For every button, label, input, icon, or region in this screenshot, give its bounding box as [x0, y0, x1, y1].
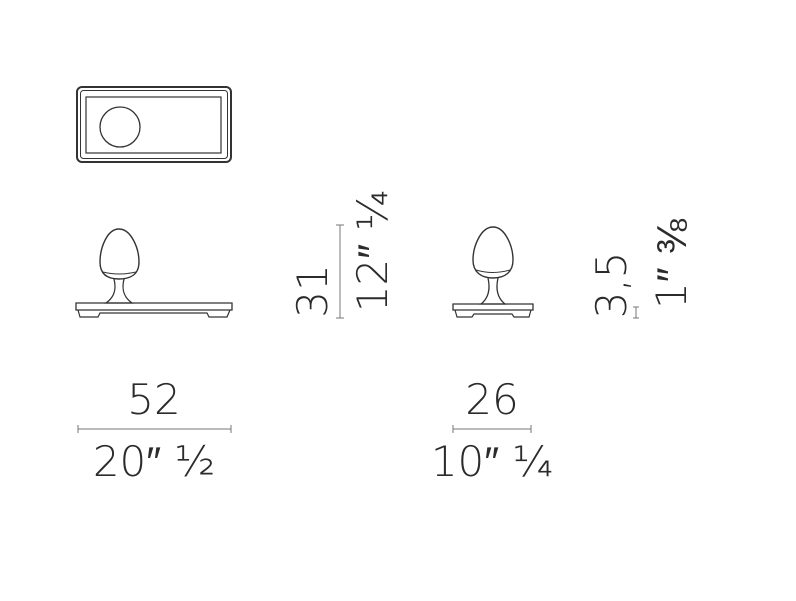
large-width-in-label: 20″ ½	[93, 437, 215, 486]
small-height-dimension-line	[633, 306, 639, 319]
large-height-dimension-line	[336, 224, 344, 319]
large-height-cm-label: 31	[288, 264, 337, 317]
small-height-cm-label: 3,5	[587, 252, 636, 319]
small-height-in-label: 1″ ⅜	[647, 218, 696, 309]
small-tray-side-icon	[452, 226, 534, 318]
tray-top-view-icon	[76, 86, 232, 163]
small-width-cm-label: 26	[465, 375, 518, 424]
large-width-cm-label: 52	[127, 375, 180, 424]
large-tray-side-icon	[75, 228, 233, 318]
large-height-in-label: 12″ ¼	[348, 190, 397, 312]
small-width-dimension-line	[452, 425, 532, 433]
large-width-dimension-line	[77, 425, 232, 433]
small-width-in-label: 10″ ¼	[431, 437, 553, 486]
